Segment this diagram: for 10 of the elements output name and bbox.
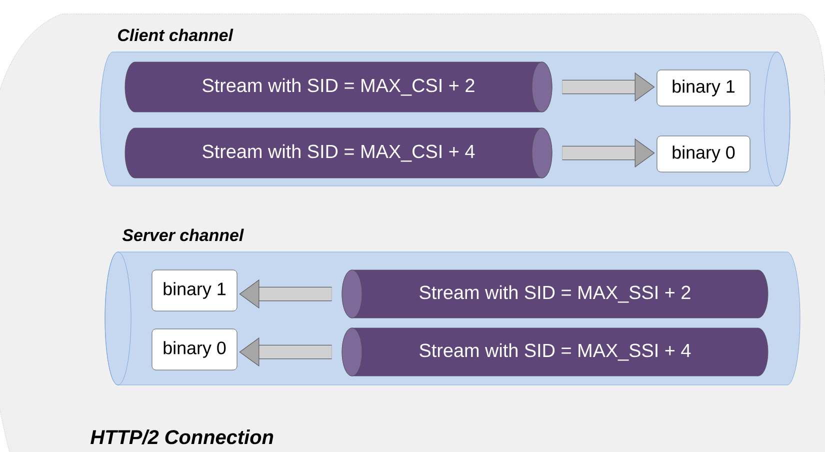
stream-cylinder: Stream with SID = MAX_SSI + 2: [342, 270, 768, 318]
stream-cylinder: Stream with SID = MAX_CSI + 4: [124, 128, 552, 178]
binary-box: binary 1: [656, 70, 750, 106]
binary-box: binary 0: [152, 328, 238, 370]
node-label: Server channel: [122, 228, 244, 242]
stream-cylinder: Stream with SID = MAX_SSI + 4: [342, 328, 768, 376]
node-label: Client channel: [118, 28, 234, 42]
stream-cylinder: Stream with SID = MAX_CSI + 2: [124, 62, 552, 112]
binary-box: binary 1: [152, 270, 238, 312]
binary-box: binary 0: [656, 136, 750, 172]
